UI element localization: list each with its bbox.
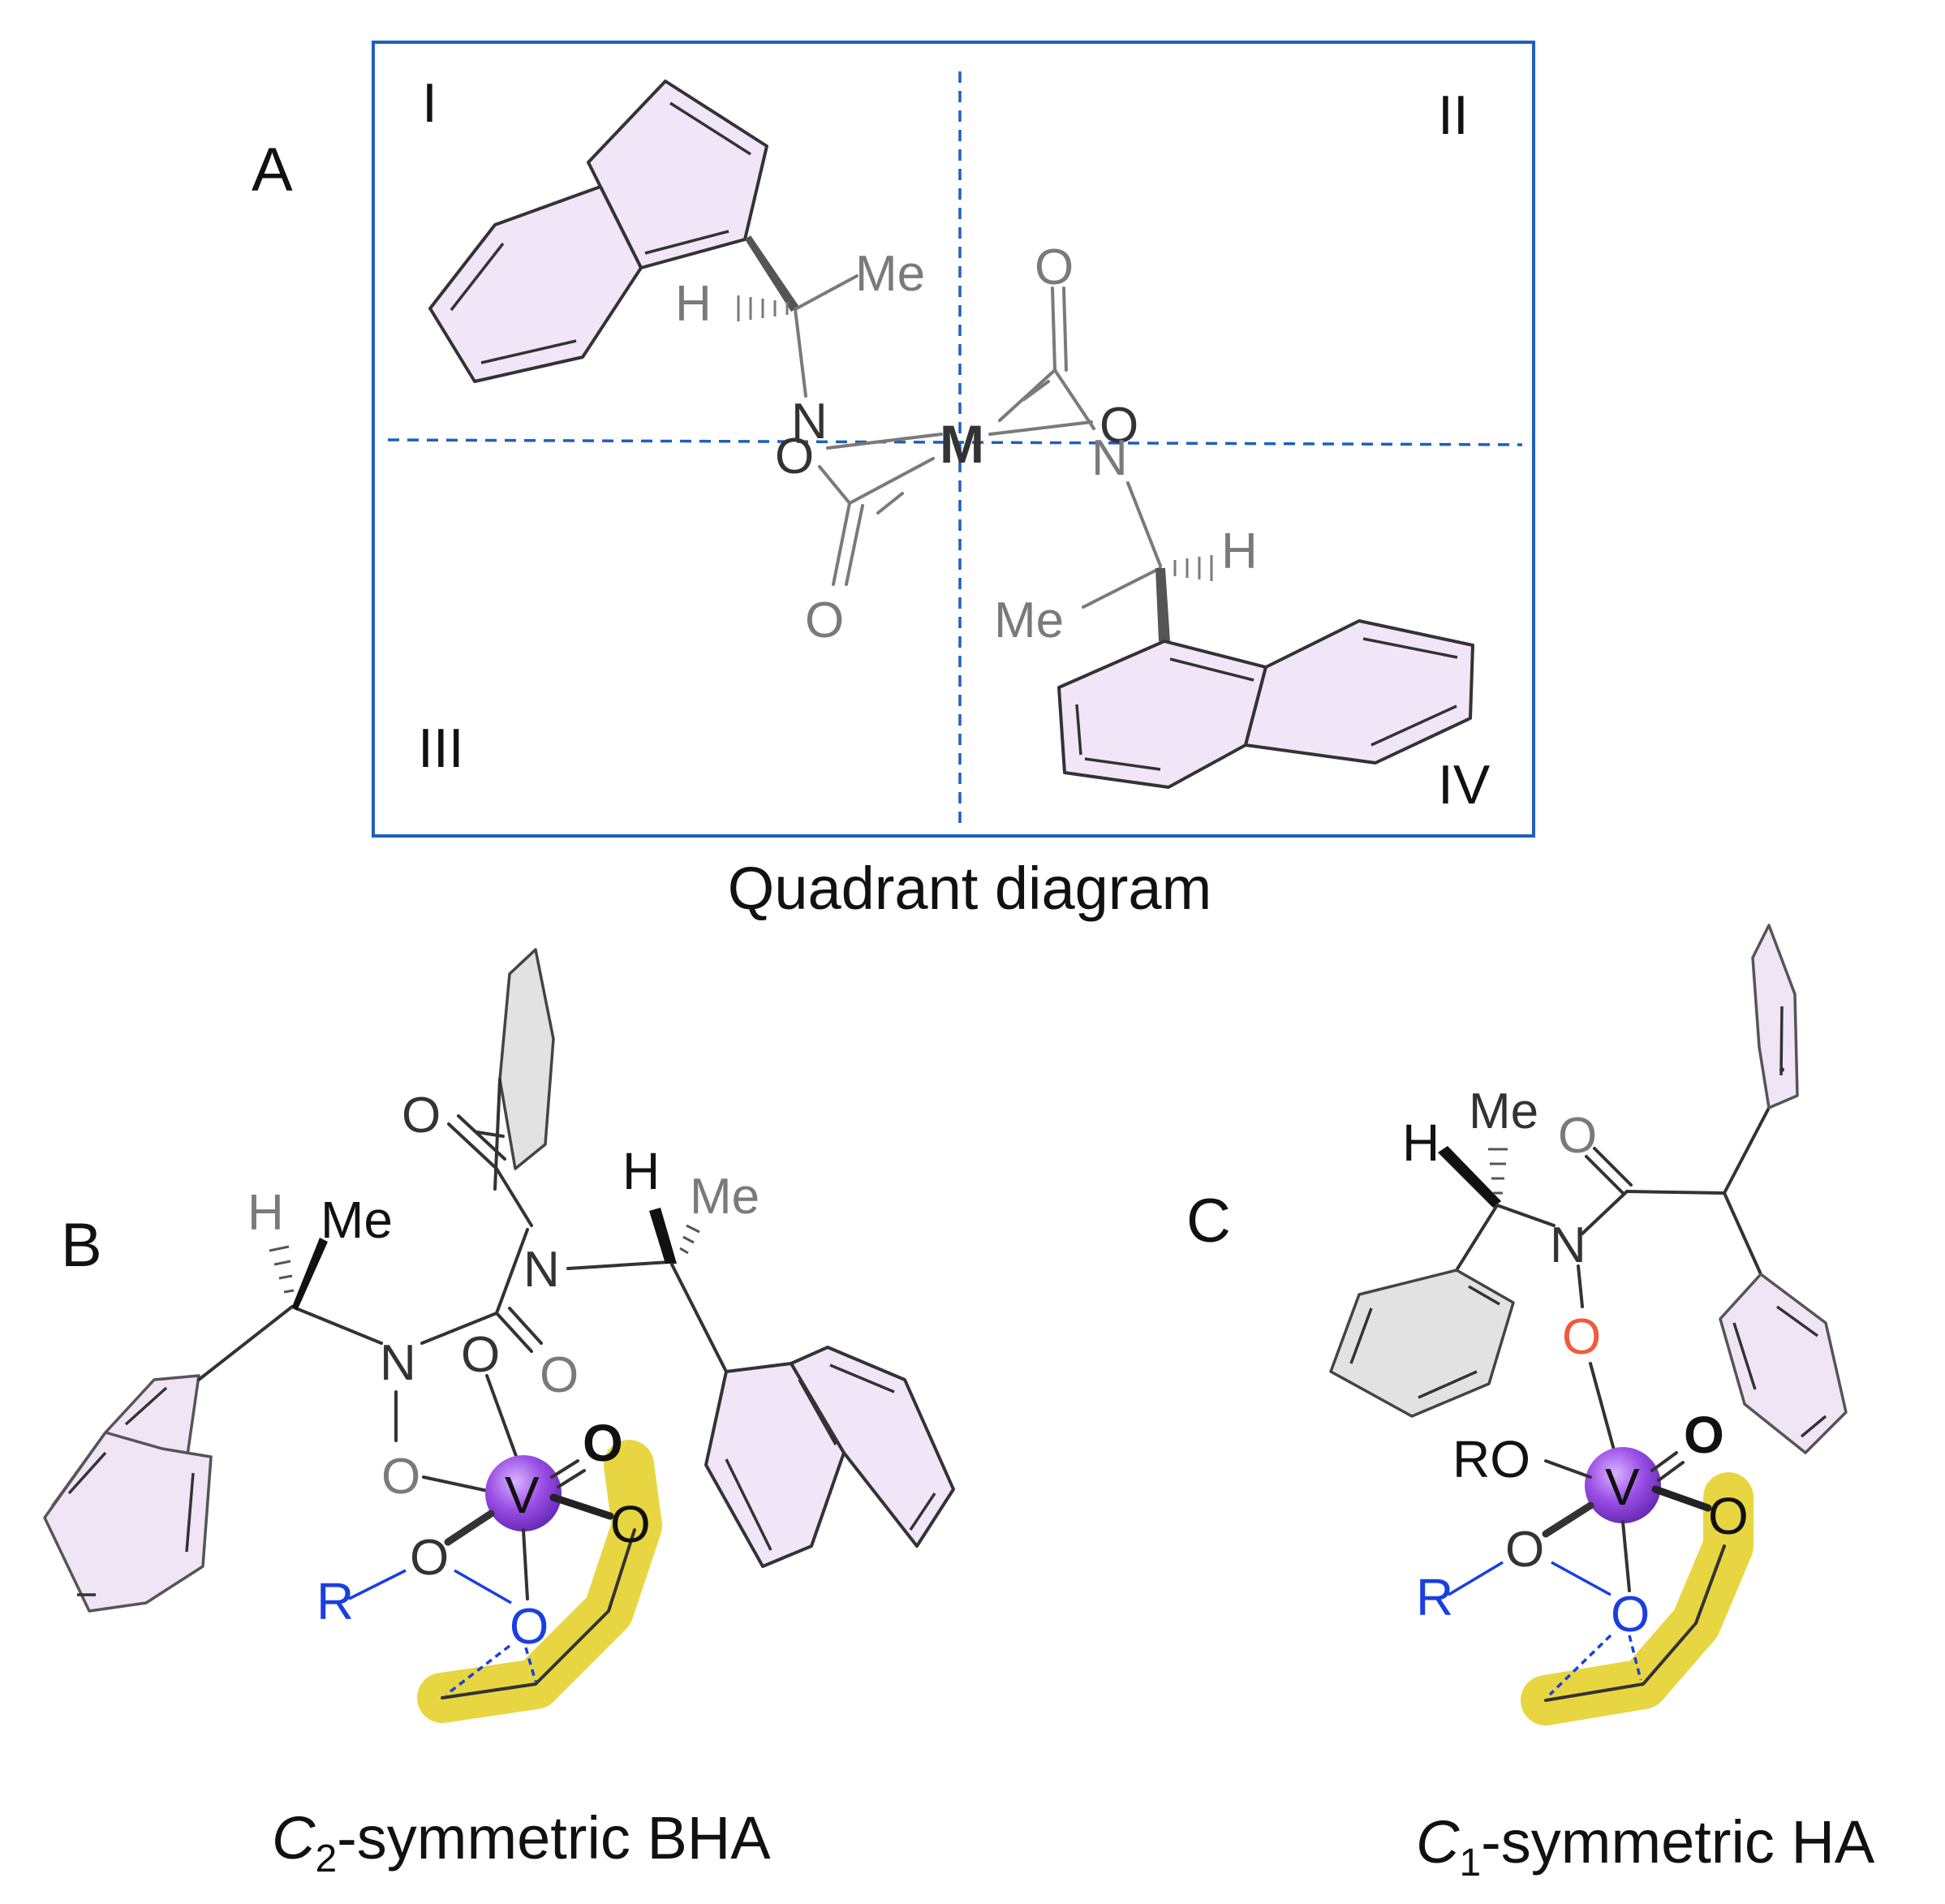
- quadrant-frame: [372, 41, 1535, 838]
- atom-o-b4: O: [461, 1327, 500, 1383]
- atom-h-b1: H: [247, 1185, 284, 1241]
- naphthalene-ring-upper: [428, 80, 768, 383]
- atom-o-c5: O: [1505, 1522, 1544, 1578]
- hash-bond-b2: [679, 1224, 700, 1255]
- atom-h-a2: H: [1221, 523, 1258, 579]
- vanadium-sphere-b: [485, 1455, 562, 1531]
- wedge-bond-b2: [649, 1208, 677, 1264]
- atom-h-b2: H: [622, 1142, 660, 1200]
- atom-me-a2: Me: [994, 592, 1064, 648]
- atom-ro-c: RO: [1452, 1430, 1530, 1488]
- quadrant-label-1: I: [422, 72, 437, 134]
- metal-center: M: [940, 414, 984, 474]
- atom-o-c3: O: [1684, 1406, 1724, 1464]
- atom-o-a2: O: [805, 592, 844, 648]
- atom-o-a4: O: [1099, 398, 1138, 454]
- atom-n-a2: N: [1091, 430, 1128, 486]
- panel-c-letter: C: [1186, 1187, 1231, 1256]
- panel-b-caption: C2-symmetric BHA: [272, 1804, 771, 1880]
- atom-me-b2: Me: [690, 1169, 759, 1225]
- atom-o-c6: O: [1611, 1587, 1650, 1643]
- hash-bond-a1: [737, 295, 789, 321]
- atom-r-c: R: [1416, 1568, 1453, 1626]
- quadrant-label-4: IV: [1438, 754, 1491, 816]
- atom-o-a1: O: [775, 429, 814, 485]
- atom-o-b3: O: [381, 1449, 420, 1505]
- atom-me-b1: Me: [321, 1191, 393, 1249]
- horizontal-divider: [387, 438, 1523, 446]
- atom-v-b: V: [505, 1466, 540, 1524]
- naphthalene-ring-b-right: [704, 1346, 955, 1568]
- phenyl-ring-c-top: [1751, 924, 1799, 1109]
- phenyl-ring-grey: [498, 948, 555, 1170]
- naphthalene-ring-b-left: [43, 1374, 213, 1613]
- panel-c-caption: C1-symmetric HA: [1416, 1808, 1875, 1885]
- quadrant-label-3: III: [418, 717, 464, 779]
- atom-me-c: Me: [1469, 1083, 1538, 1139]
- panel-a-caption: Quadrant diagram: [728, 855, 1211, 922]
- phenyl-ring-c-right: [1719, 1273, 1848, 1454]
- naphthalene-ring-lower: [1057, 619, 1474, 789]
- atom-o-b2: O: [540, 1347, 579, 1403]
- wedge-bond-c: [1438, 1146, 1501, 1208]
- panel-b-letter: B: [61, 1211, 102, 1280]
- atom-o-c1: O: [1558, 1108, 1597, 1164]
- atom-r-b: R: [316, 1572, 354, 1630]
- atom-n-b1: N: [380, 1335, 416, 1391]
- phenyl-ring-c-left: [1329, 1269, 1515, 1418]
- atom-n-b2: N: [523, 1242, 560, 1298]
- panel-a-letter: A: [252, 136, 293, 205]
- wedge-bond-a2: [1155, 568, 1170, 641]
- hash-bond-c: [1488, 1148, 1508, 1195]
- atom-v-c: V: [1605, 1458, 1640, 1516]
- hash-bond-a2: [1173, 555, 1213, 581]
- atom-o-b5: O: [583, 1414, 623, 1472]
- atom-o-a3: O: [1035, 239, 1074, 295]
- panel-b: B H Me N O: [43, 948, 955, 1723]
- atom-n-c: N: [1550, 1217, 1586, 1273]
- atom-o-b6: O: [610, 1495, 651, 1553]
- atom-h-c: H: [1402, 1114, 1439, 1172]
- atom-o-b7: O: [410, 1530, 449, 1586]
- wedge-bond-b1: [292, 1238, 328, 1311]
- atom-o-b8: O: [510, 1599, 549, 1655]
- atom-o-c2: O: [1562, 1309, 1601, 1365]
- atom-n-a1: N: [791, 394, 828, 450]
- wedge-bond-a1: [745, 235, 799, 312]
- panel-a: A I II III IV H Me N O: [252, 41, 1535, 838]
- quadrant-label-2: II: [1438, 84, 1469, 146]
- atom-me-a1: Me: [855, 246, 925, 302]
- atom-o-c4: O: [1708, 1487, 1749, 1545]
- vanadium-sphere-c: [1585, 1447, 1661, 1523]
- panel-c: C H Me O N O: [1186, 924, 1848, 1725]
- atom-h-a1: H: [675, 276, 712, 332]
- atom-o-b1: O: [402, 1088, 441, 1144]
- hash-bond-b1: [269, 1245, 295, 1294]
